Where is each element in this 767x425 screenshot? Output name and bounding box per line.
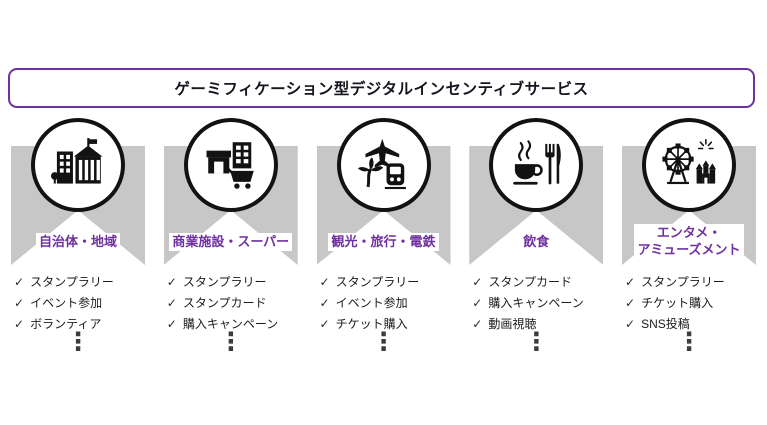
list-item: ✓ チケット購入 — [320, 314, 458, 335]
list-item-text: スタンプカード — [488, 275, 572, 289]
page-title: ゲーミフィケーション型デジタルインセンティブサービス — [174, 81, 589, 98]
check-icon: ✓ — [625, 317, 636, 331]
travel-rail-icon — [336, 118, 431, 212]
list-item-text: イベント参加 — [335, 296, 408, 310]
check-icon: ✓ — [472, 296, 483, 310]
item-list: ✓ スタンプラリー ✓ イベント参加 ✓ チケット購入 — [320, 272, 458, 335]
item-list: ✓ スタンプラリー ✓ スタンプカード ✓ 購入キャンペーン — [167, 272, 305, 335]
check-icon: ✓ — [166, 317, 177, 331]
list-item-text: 動画視聴 — [488, 317, 537, 331]
ellipsis-more: ⋮ — [65, 328, 91, 356]
list-item-text: スタンプラリー — [335, 275, 420, 289]
item-list: ✓ スタンプラリー ✓ チケット購入 ✓ SNS投稿 — [625, 272, 763, 335]
list-item: ✓ 動画視聴 — [472, 314, 610, 335]
list-item-text: ボランティア — [30, 317, 102, 331]
list-item: ✓ スタンプラリー — [625, 272, 763, 293]
list-item: ✓ イベント参加 — [320, 293, 458, 314]
list-item: ✓ スタンプラリー — [320, 272, 458, 293]
check-icon: ✓ — [472, 275, 483, 289]
list-item: ✓ 購入キャンペーン — [472, 293, 610, 314]
check-icon: ✓ — [319, 296, 330, 310]
ellipsis-more: ⋮ — [523, 328, 549, 356]
check-icon: ✓ — [14, 296, 25, 310]
list-item: ✓ スタンプカード — [472, 272, 610, 293]
list-item: ✓ スタンプカード — [167, 293, 305, 314]
check-icon: ✓ — [319, 317, 330, 331]
check-icon: ✓ — [472, 317, 483, 331]
list-item-text: チケット購入 — [335, 317, 408, 331]
list-item-text: 購入キャンペーン — [182, 317, 279, 331]
list-item: ✓ チケット購入 — [625, 293, 763, 314]
category-label: エンタメ・ アミューズメント — [615, 218, 763, 266]
category-column: エンタメ・ アミューズメント ✓ スタンプラリー ✓ チケット購入 ✓ SNS投… — [615, 118, 763, 388]
check-icon: ✓ — [625, 275, 636, 289]
item-list: ✓ スタンプカード ✓ 購入キャンペーン ✓ 動画視聴 — [472, 272, 610, 335]
list-item: ✓ スタンプラリー — [167, 272, 305, 293]
category-label: 飲食 — [462, 218, 610, 266]
category-column: 自治体・地域 ✓ スタンプラリー ✓ イベント参加 ✓ ボランティア ⋮ — [4, 118, 152, 388]
title-banner: ゲーミフィケーション型デジタルインセンティブサービス — [8, 68, 755, 108]
list-item-text: チケット購入 — [641, 296, 714, 310]
list-item-text: スタンプラリー — [641, 275, 725, 289]
category-column: 商業施設・スーパー ✓ スタンプラリー ✓ スタンプカード ✓ 購入キャンペーン… — [157, 118, 305, 388]
category-column: 飲食 ✓ スタンプカード ✓ 購入キャンペーン ✓ 動画視聴 ⋮ — [462, 118, 610, 388]
category-label: 観光・旅行・電鉄 — [310, 218, 458, 266]
category-label: 商業施設・スーパー — [157, 218, 305, 266]
list-item-text: スタンプラリー — [182, 275, 267, 289]
city-government-icon — [31, 118, 125, 212]
category-columns: 自治体・地域 ✓ スタンプラリー ✓ イベント参加 ✓ ボランティア ⋮ — [0, 118, 767, 388]
category-label: 自治体・地域 — [4, 218, 152, 266]
list-item-text: SNS投稿 — [641, 317, 690, 331]
list-item-text: スタンプラリー — [30, 275, 114, 289]
store-shopping-cart-icon — [183, 118, 278, 212]
item-list: ✓ スタンプラリー ✓ イベント参加 ✓ ボランティア — [14, 272, 152, 335]
list-item: ✓ イベント参加 — [14, 293, 152, 314]
category-column: 観光・旅行・電鉄 ✓ スタンプラリー ✓ イベント参加 ✓ チケット購入 ⋮ — [310, 118, 458, 388]
check-icon: ✓ — [319, 275, 330, 289]
check-icon: ✓ — [14, 275, 25, 289]
list-item-text: 購入キャンペーン — [488, 296, 584, 310]
food-beverage-icon — [489, 118, 584, 212]
check-icon: ✓ — [166, 296, 177, 310]
check-icon: ✓ — [14, 317, 25, 331]
check-icon: ✓ — [166, 275, 177, 289]
ellipsis-more: ⋮ — [371, 328, 396, 356]
amusement-park-icon — [642, 118, 736, 212]
ellipsis-more: ⋮ — [676, 328, 702, 356]
check-icon: ✓ — [625, 296, 636, 310]
list-item: ✓ ボランティア — [14, 314, 152, 335]
list-item-text: イベント参加 — [30, 296, 103, 310]
list-item: ✓ 購入キャンペーン — [167, 314, 305, 335]
list-item-text: スタンプカード — [182, 296, 267, 310]
list-item: ✓ スタンプラリー — [14, 272, 152, 293]
ellipsis-more: ⋮ — [218, 328, 244, 356]
list-item: ✓ SNS投稿 — [625, 314, 763, 335]
